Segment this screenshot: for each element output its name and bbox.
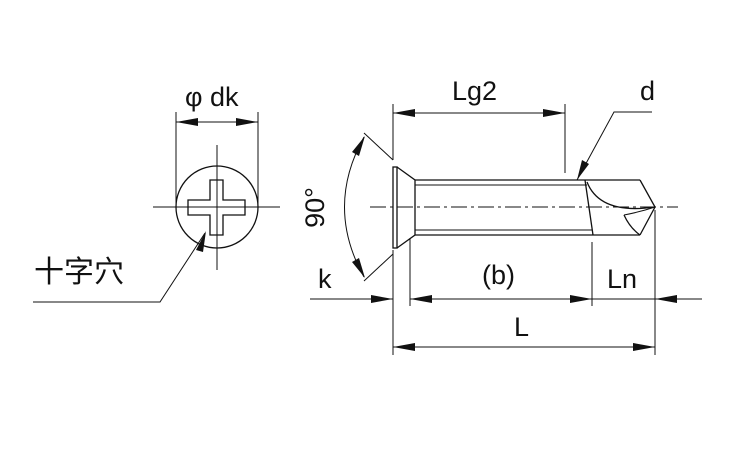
arrow bbox=[236, 118, 258, 126]
angle-line bbox=[363, 253, 394, 282]
arrow bbox=[393, 343, 415, 351]
dk-label: φ dk bbox=[185, 82, 239, 112]
arrow bbox=[543, 109, 565, 117]
d-label: d bbox=[640, 76, 656, 106]
angle-label: 90° bbox=[299, 187, 330, 228]
l-label: L bbox=[514, 312, 530, 342]
cross-recess-label: 十字穴 bbox=[34, 256, 124, 289]
arrow bbox=[196, 231, 206, 252]
arrow bbox=[633, 343, 655, 351]
flute-curve bbox=[586, 181, 656, 210]
flute-curve-3 bbox=[623, 206, 656, 216]
arrow bbox=[352, 136, 365, 156]
arrow bbox=[352, 258, 365, 278]
angle-line bbox=[363, 132, 394, 161]
k-label: k bbox=[318, 264, 332, 294]
arrow bbox=[176, 118, 198, 126]
ln-label: Ln bbox=[607, 264, 638, 294]
b-label: (b) bbox=[482, 260, 515, 290]
arrow bbox=[371, 295, 393, 303]
arrow bbox=[577, 160, 589, 180]
side-view bbox=[310, 104, 702, 355]
lg2-label: Lg2 bbox=[452, 76, 498, 106]
arrow bbox=[655, 295, 677, 303]
arrow bbox=[410, 295, 432, 303]
flute-curve-2 bbox=[623, 214, 641, 236]
arrow bbox=[393, 109, 415, 117]
head-view bbox=[33, 112, 280, 303]
head-face bbox=[392, 166, 398, 249]
countersink bbox=[396, 166, 416, 249]
arrow bbox=[570, 295, 592, 303]
d-leader bbox=[576, 111, 652, 181]
angle-arc bbox=[344, 136, 365, 278]
cross-recess-leader bbox=[33, 232, 206, 303]
cross-recess-shape bbox=[187, 179, 246, 236]
